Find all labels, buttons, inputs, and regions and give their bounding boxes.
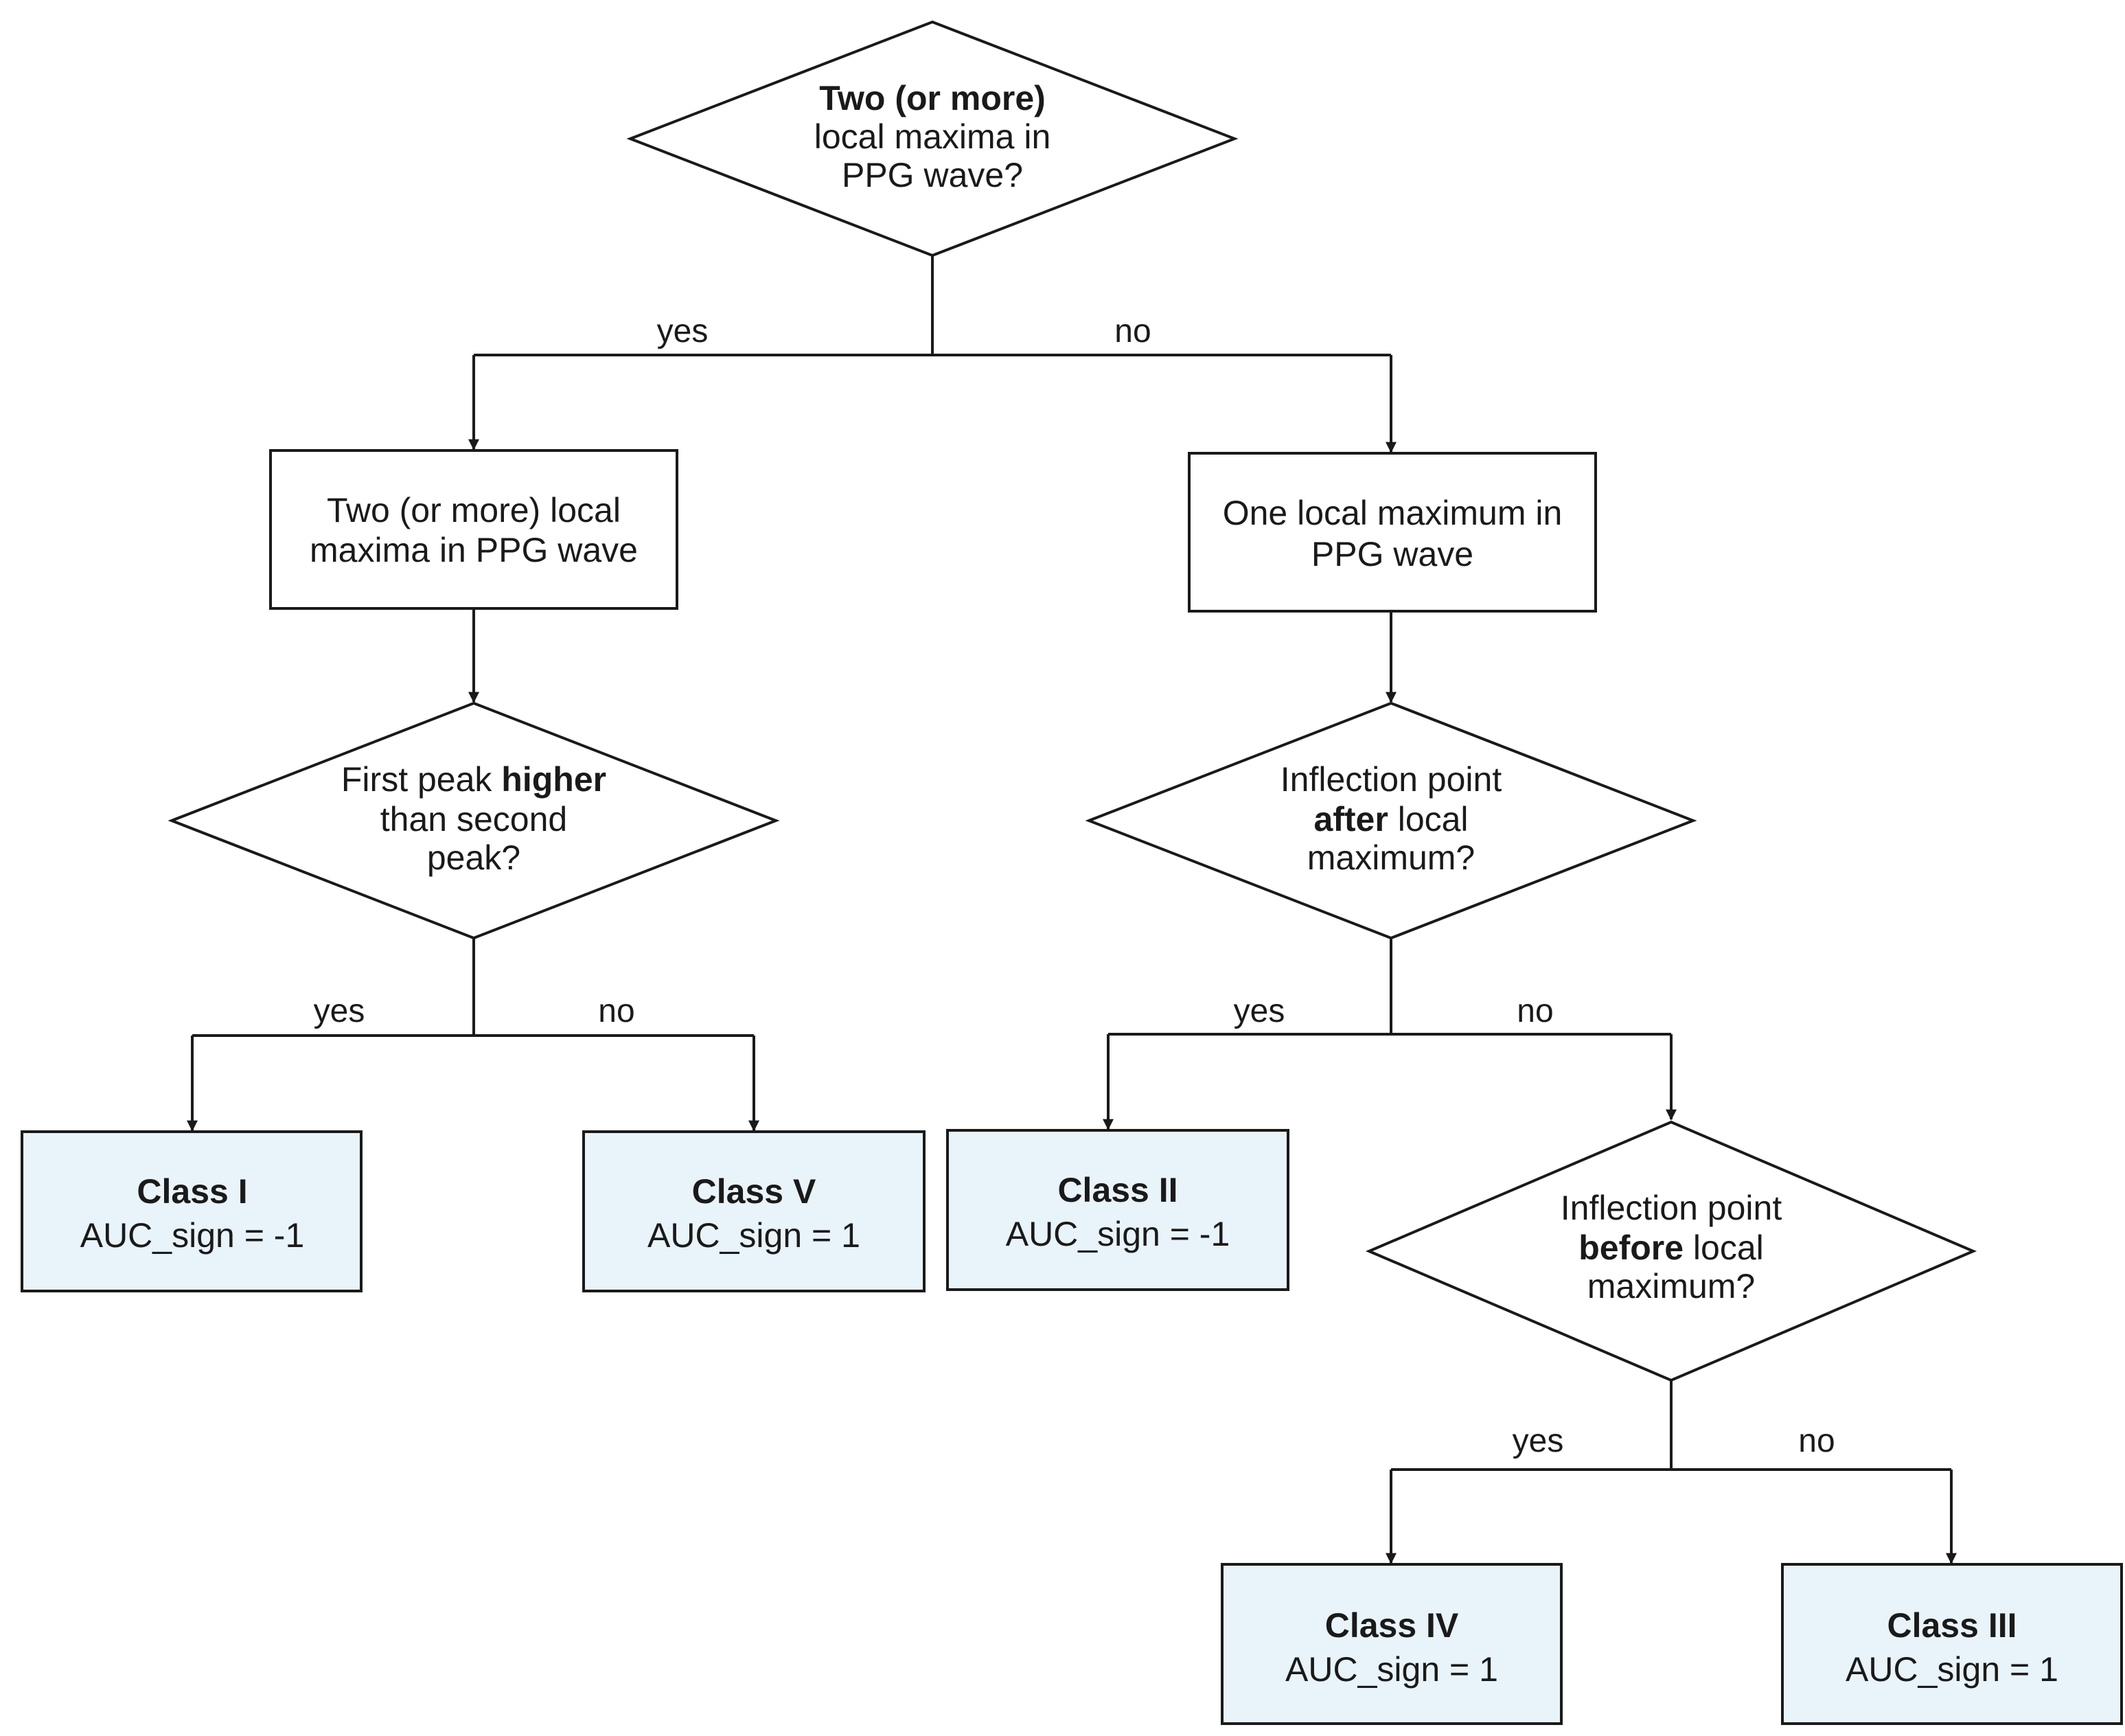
decision-q3-diamond xyxy=(1085,701,1697,940)
edge-label-q4-yes: yes xyxy=(1513,1423,1564,1459)
leaf-class-1: Class I AUC_sign = -1 xyxy=(21,1130,363,1292)
process-one-maximum-box xyxy=(1188,452,1597,613)
decision-q1: Two (or more) local maxima in PPG wave? xyxy=(626,20,1239,258)
edge-label-q4-no: no xyxy=(1798,1423,1835,1459)
process-one-maximum: One local maximum in PPG wave xyxy=(1188,452,1597,613)
leaf-class-5-value: AUC_sign = 1 xyxy=(647,1216,860,1255)
decision-q1-diamond xyxy=(626,20,1239,258)
decision-q4-diamond xyxy=(1365,1120,1977,1382)
leaf-class-5: Class V AUC_sign = 1 xyxy=(582,1130,926,1292)
decision-q2-line1: First peak higher xyxy=(341,760,606,799)
leaf-class-5-box xyxy=(582,1130,926,1292)
connectors xyxy=(187,255,1957,1564)
decision-q3-line3: maximum? xyxy=(1307,838,1475,877)
leaf-class-3-box xyxy=(1781,1563,2123,1725)
process-one-maximum-line1: One local maximum in xyxy=(1223,494,1563,532)
leaf-class-3-value: AUC_sign = 1 xyxy=(1846,1650,2058,1689)
decision-q2-line3: peak? xyxy=(427,838,520,877)
decision-q1-line2: local maxima in xyxy=(814,117,1051,156)
leaf-class-1-title: Class I xyxy=(137,1172,247,1211)
leaf-class-4-title: Class IV xyxy=(1325,1606,1459,1645)
leaf-class-1-value: AUC_sign = -1 xyxy=(80,1216,305,1255)
leaf-class-1-box xyxy=(21,1130,363,1292)
leaf-class-4-box xyxy=(1221,1563,1563,1725)
decision-q2-line2: than second xyxy=(380,800,567,838)
decision-q2-line1-bold: higher xyxy=(501,760,606,799)
decision-q1-line1: Two (or more) xyxy=(819,79,1046,117)
leaf-class-2-box xyxy=(946,1129,1289,1291)
process-one-maximum-line2: PPG wave xyxy=(1311,535,1473,573)
leaf-class-3-title: Class III xyxy=(1887,1606,2017,1645)
process-two-maxima-line1: Two (or more) local xyxy=(327,491,621,529)
leaf-class-2: Class II AUC_sign = -1 xyxy=(946,1129,1289,1291)
process-two-maxima-box xyxy=(269,449,678,610)
edge-label-q2-no: no xyxy=(598,993,634,1029)
decision-q3-line2: after local xyxy=(1313,800,1468,838)
decision-q4-line1: Inflection point xyxy=(1561,1189,1782,1227)
decision-q3-line2-bold: after xyxy=(1313,800,1388,838)
edge-label-q3-yes: yes xyxy=(1234,993,1285,1029)
leaf-class-5-title: Class V xyxy=(692,1172,816,1211)
decision-q4-line3: maximum? xyxy=(1587,1267,1755,1305)
decision-q4-line2-bold: before xyxy=(1578,1229,1684,1267)
decision-q4: Inflection point before local maximum? xyxy=(1365,1120,1977,1382)
edge-label-q1-yes: yes xyxy=(657,313,709,350)
leaf-class-3: Class III AUC_sign = 1 xyxy=(1781,1563,2123,1725)
decision-q3-line2-post: local xyxy=(1388,800,1469,838)
process-two-maxima-line2: maxima in PPG wave xyxy=(310,531,638,569)
decision-q3-line1: Inflection point xyxy=(1280,760,1502,799)
edge-label-q3-no: no xyxy=(1517,993,1553,1029)
leaf-class-4: Class IV AUC_sign = 1 xyxy=(1221,1563,1563,1725)
decision-q4-line2: before local xyxy=(1578,1229,1764,1267)
edge-labels: yes no yes no yes no yes no xyxy=(314,313,1835,1459)
decision-q2-diamond xyxy=(168,701,780,940)
decision-q2: First peak higher than second peak? xyxy=(168,701,780,940)
decision-q2-line1-pre: First peak xyxy=(341,760,501,799)
process-two-maxima: Two (or more) local maxima in PPG wave xyxy=(269,449,678,610)
decision-q4-line2-post: local xyxy=(1684,1229,1764,1267)
decision-q1-line3: PPG wave? xyxy=(842,156,1023,194)
edge-label-q1-no: no xyxy=(1114,313,1151,350)
decision-q3: Inflection point after local maximum? xyxy=(1085,701,1697,940)
leaf-class-4-value: AUC_sign = 1 xyxy=(1285,1650,1498,1689)
leaf-class-2-title: Class II xyxy=(1057,1171,1178,1209)
edge-label-q2-yes: yes xyxy=(314,993,365,1029)
leaf-class-2-value: AUC_sign = -1 xyxy=(1006,1215,1230,1253)
